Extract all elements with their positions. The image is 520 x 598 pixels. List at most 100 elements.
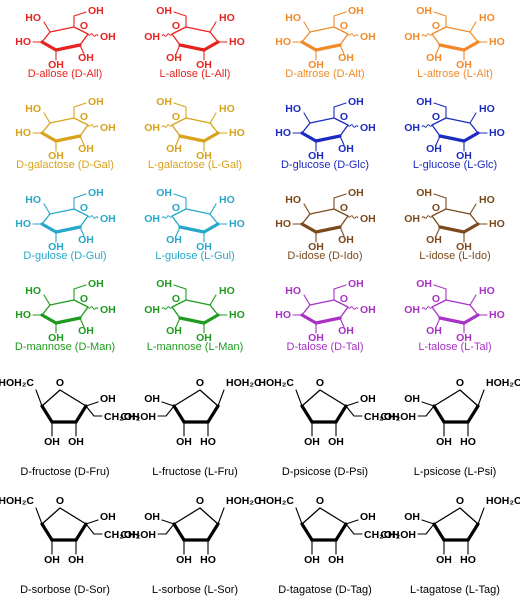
atom-label-oh: OH [166,52,182,64]
atom-label-ch2oh: CH₂OH [104,529,140,541]
atom-label-oh: OH [404,304,420,316]
atom-label-oh: OH [68,554,84,566]
atom-label-oh: OH [78,52,94,64]
atom-label-oh: OH [88,96,104,108]
atom-label-ring-o: O [172,20,180,32]
atom-label-oh: OH [48,241,64,253]
atom-label-oh: OH [436,554,452,566]
sugar-name-label: D-glucose (D-Glc) [280,159,369,171]
atom-label-oh: OH [44,554,60,566]
atom-label-oh: OH [100,393,116,405]
atom-label-oh: OH [328,554,344,566]
atom-label-oh: OH [456,150,472,162]
atom-label-ho: HO [229,309,245,321]
atom-label-oh: OH [308,241,324,253]
atom-label-oh: OH [348,187,364,199]
atom-label-ring-o: O [340,202,348,214]
atom-label-oh: OH [404,511,420,523]
sugar-name-label: D-altrose (D-Alt) [285,68,365,80]
atom-label-oh: OH [44,436,60,448]
atom-label-oh: OH [308,332,324,344]
sugar-name-label: D-mannose (D-Man) [14,341,116,353]
atom-label-ho: HO [25,194,41,206]
atom-label-ho: HO [285,285,301,297]
atom-label-ho: HO [25,103,41,115]
atom-label-oh: OH [348,278,364,290]
atom-label-oh: OH [360,393,376,405]
atom-label-oh: HO [460,554,476,566]
atom-label-oh: OH [404,122,420,134]
atom-label-hoh2c: HOH₂C [258,495,294,507]
sugar-name-label: L-galactose (L-Gal) [147,159,243,171]
atom-label-ho: HO [229,218,245,230]
atom-label-oh: OH [456,332,472,344]
atom-label-ch2oh: CH₂OH [364,411,400,423]
atom-label-oh: OH [308,59,324,71]
sugar-name-label: L-allose (L-All) [159,68,231,80]
atom-label-ring-o: O [432,202,440,214]
atom-label-ch2oh: CH₂OH [380,529,416,541]
atom-label-oh: OH [328,436,344,448]
atom-label-oh: OH [166,143,182,155]
atom-label-oh: OH [426,325,442,337]
atom-label-oh: OH [78,143,94,155]
atom-label-oh: OH [196,241,212,253]
atom-label-oh: OH [426,143,442,155]
sugar-name-label: D-galactose (D-Gal) [16,159,114,171]
atom-label-oh: OH [456,241,472,253]
sugar-name-label: D-gulose (D-Gul) [23,250,107,262]
atom-label-oh: OH [100,511,116,523]
atom-label-ring-o: O [456,495,464,507]
atom-label-oh: OH [338,52,354,64]
atom-label-ch2oh: CH₂OH [104,411,140,423]
atom-label-oh: OH [360,213,376,225]
atom-label-oh: OH [404,213,420,225]
sugar-name-label: L-tagatose (L-Tag) [410,584,500,596]
atom-label-oh: OH [48,59,64,71]
atom-label-oh: OH [166,325,182,337]
atom-label-ho: HO [15,127,31,139]
atom-label-oh: OH [100,31,116,43]
sugar-name-label: L-glucose (L-Glc) [412,159,498,171]
atom-label-ho: HO [15,36,31,48]
atom-label-ring-o: O [432,111,440,123]
sugar-name-label: D-talose (D-Tal) [286,341,364,353]
atom-label-oh: OH [416,96,432,108]
atom-label-ring-o: O [56,377,64,389]
sugar-name-label: L-talose (L-Tal) [418,341,492,353]
atom-label-ring-o: O [172,293,180,305]
sugar-name-label: D-fructose (D-Fru) [20,466,110,478]
atom-label-oh: OH [196,59,212,71]
atom-label-oh: OH [144,122,160,134]
atom-label-oh: OH [78,234,94,246]
atom-label-ho: HO [489,36,505,48]
atom-label-oh: OH [156,187,172,199]
atom-label-ho: HO [489,309,505,321]
